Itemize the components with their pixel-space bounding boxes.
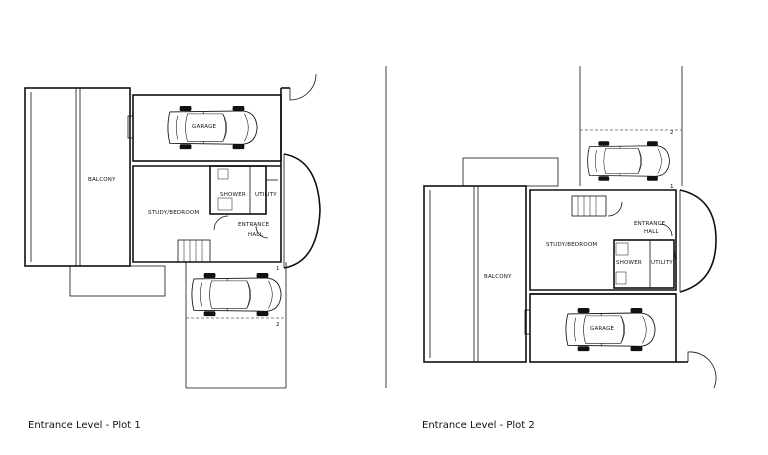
room-label-utility: UTILITY: [651, 260, 673, 266]
room-label-hall: HALL: [644, 229, 660, 235]
room-label-entrance: ENTRANCE: [634, 221, 666, 227]
room-label-utility: UTILITY: [255, 192, 277, 198]
plan-plot-1: BALCONY GARAGE STUDY/BEDROOM SHOWER UTIL…: [24, 73, 321, 431]
room-label-entrance: ENTRANCE: [238, 222, 270, 228]
caption-plot-1: Entrance Level - Plot 1: [28, 420, 141, 431]
house-plot-1: [132, 73, 321, 269]
room-label-shower: SHOWER: [220, 192, 246, 198]
room-label-hall: HALL: [248, 232, 264, 238]
room-label-shower: SHOWER: [616, 260, 642, 266]
room-label-garage: GARAGE: [590, 326, 615, 332]
room-label-balcony: BALCONY: [484, 274, 512, 280]
car-icon: [191, 272, 282, 317]
caption-plot-2: Entrance Level - Plot 2: [422, 420, 535, 431]
balcony-plot-1: [24, 87, 166, 297]
room-label-garage: GARAGE: [192, 124, 217, 130]
room-label-study-bedroom: STUDY/BEDROOM: [546, 242, 597, 248]
plot-marker: 1: [276, 266, 280, 272]
plot-marker: 2: [276, 322, 280, 328]
garage-plot-2: [524, 293, 717, 389]
plan-plot-2: BALCONY GARAGE STUDY/BEDROOM SHOWER UTIL…: [422, 66, 717, 431]
balcony-plot-2: [423, 157, 559, 363]
room-label-balcony: BALCONY: [88, 177, 116, 183]
car-icon: [587, 140, 670, 182]
room-label-study-bedroom: STUDY/BEDROOM: [148, 210, 199, 216]
driveway-plot-2: [579, 66, 683, 186]
plot-marker: 1: [670, 184, 674, 190]
driveway-plot-1: [185, 262, 287, 389]
plot-marker: 2: [670, 130, 674, 136]
